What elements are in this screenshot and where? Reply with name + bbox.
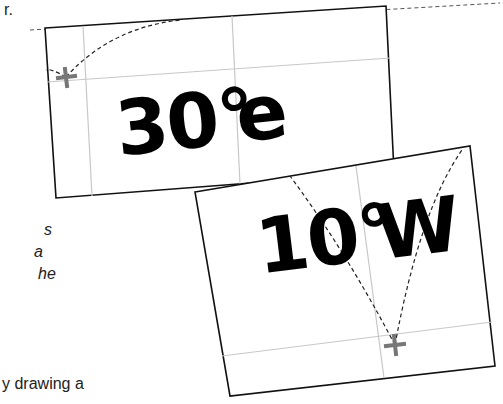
text-fragment: y drawing a	[2, 376, 84, 392]
text-fragment: he	[38, 266, 56, 282]
text-fragment: s	[44, 222, 52, 238]
direction-letter: W	[372, 186, 462, 271]
text-fragment: r.	[4, 2, 13, 18]
direction-letter: e	[232, 73, 289, 154]
paper-piece	[195, 146, 495, 396]
text-fragment: a	[34, 244, 43, 260]
